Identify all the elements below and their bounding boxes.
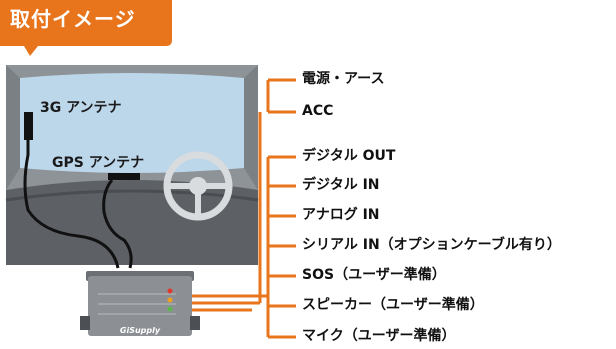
led-red-icon (167, 288, 173, 294)
connection-label: SOS（ユーザー準備） (302, 267, 446, 283)
antenna-3g-icon (24, 112, 33, 140)
device-body (88, 276, 192, 336)
steering-wheel-icon (163, 151, 233, 221)
cable-gps (102, 179, 133, 269)
windshield (20, 73, 244, 173)
title-banner (0, 0, 172, 56)
device-mount-left (80, 316, 90, 330)
antenna-gps-label: GPS アンテナ (52, 155, 145, 171)
banner-title: 取付イメージ (10, 7, 136, 31)
device-brand-label: GiSupply (120, 326, 161, 335)
led-green-icon (167, 306, 173, 312)
connection-label: シリアル IN（オプションケーブル有り） (302, 237, 561, 253)
device-mount-right (190, 316, 200, 330)
tracker-device: GiSupply (80, 271, 200, 336)
connection-label: 電源・アース (302, 71, 385, 87)
connection-label: マイク（ユーザー準備） (302, 328, 456, 344)
cable-3g (23, 140, 120, 269)
a-pillar-right (244, 65, 258, 190)
connection-bus (192, 78, 296, 339)
antenna-3g-label: 3G アンテナ (40, 100, 122, 116)
antenna-gps-icon (108, 173, 140, 180)
connection-label: デジタル OUT (302, 148, 396, 164)
connection-label: スピーカー（ユーザー準備） (302, 297, 484, 313)
connection-label: アナログ IN (302, 207, 380, 223)
a-pillar-left (6, 65, 20, 190)
connection-label: ACC (302, 103, 334, 119)
dashboard (6, 180, 258, 265)
led-orange-icon (167, 297, 173, 303)
car-interior (5, 65, 259, 265)
connection-label: デジタル IN (302, 177, 380, 193)
